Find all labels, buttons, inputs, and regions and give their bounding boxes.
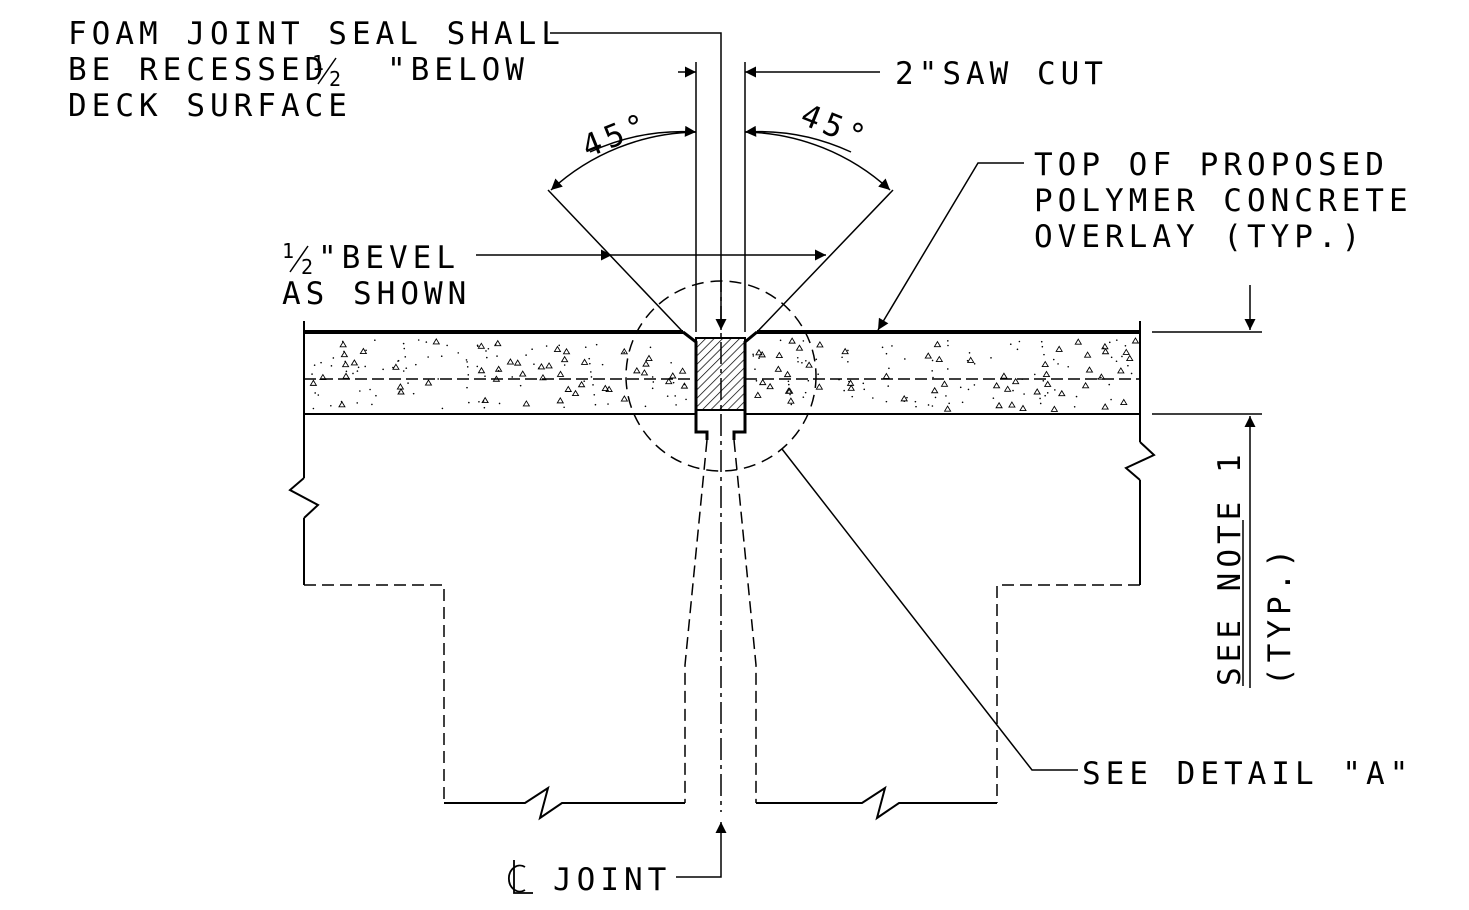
foam-seal-half-fraction: 1 2 [312,51,341,91]
girder-right-hidden [733,439,1140,803]
centerline-symbol [507,860,533,894]
bevel-angle-right [744,125,894,333]
overlay-note-line-1: TOP OF PROPOSED [1034,147,1389,183]
concrete-stipple [309,337,1140,412]
overlay-note-line-2: POLYMER CONCRETE [1034,183,1413,219]
foam-seal-note-line-1: FOAM JOINT SEAL SHALL [68,16,565,52]
see-detail-leader [781,448,1078,771]
angle-right-label: 45° [796,97,875,157]
saw-cut-label: 2"SAW CUT [895,56,1108,92]
fraction-numerator: 1 [312,51,324,75]
fraction-denominator: 2 [329,67,341,91]
saw-cut-dimension [678,62,880,332]
deck-slab-right [745,321,1156,585]
overlay-note-line-3: OVERLAY (TYP.) [1034,219,1365,255]
overlay-dimension [1152,285,1262,688]
overlay-leader [877,162,1024,331]
bevel-note-line-2: AS SHOWN [282,276,471,312]
joint-label: JOINT [553,862,671,898]
angle-left-label: 45° [577,105,656,165]
bevel-fraction-numerator: 1 [282,239,294,263]
bevel-half-fraction: 1 2 [282,239,313,279]
bevel-note-line-1: "BEVEL [318,240,460,276]
bevel-angle-left [547,125,697,333]
deck-slab-left [288,321,696,585]
see-note-typ-label: (TYP.) [1262,544,1298,686]
foam-seal-note-line-2: BE RECESSED "BELOW [68,52,529,88]
see-detail-label: SEE DETAIL "A" [1082,756,1413,792]
bevel-fraction-denominator: 2 [301,255,313,279]
foam-seal-leader [550,32,727,330]
see-note-label: SEE NOTE 1 [1212,449,1248,686]
foam-seal-note-line-3: DECK SURFACE [68,88,352,124]
girder-bottom-breaks [444,785,997,821]
girder-left-hidden [304,439,708,803]
cl-joint-leader [676,822,727,878]
beveled-joint [682,330,758,440]
